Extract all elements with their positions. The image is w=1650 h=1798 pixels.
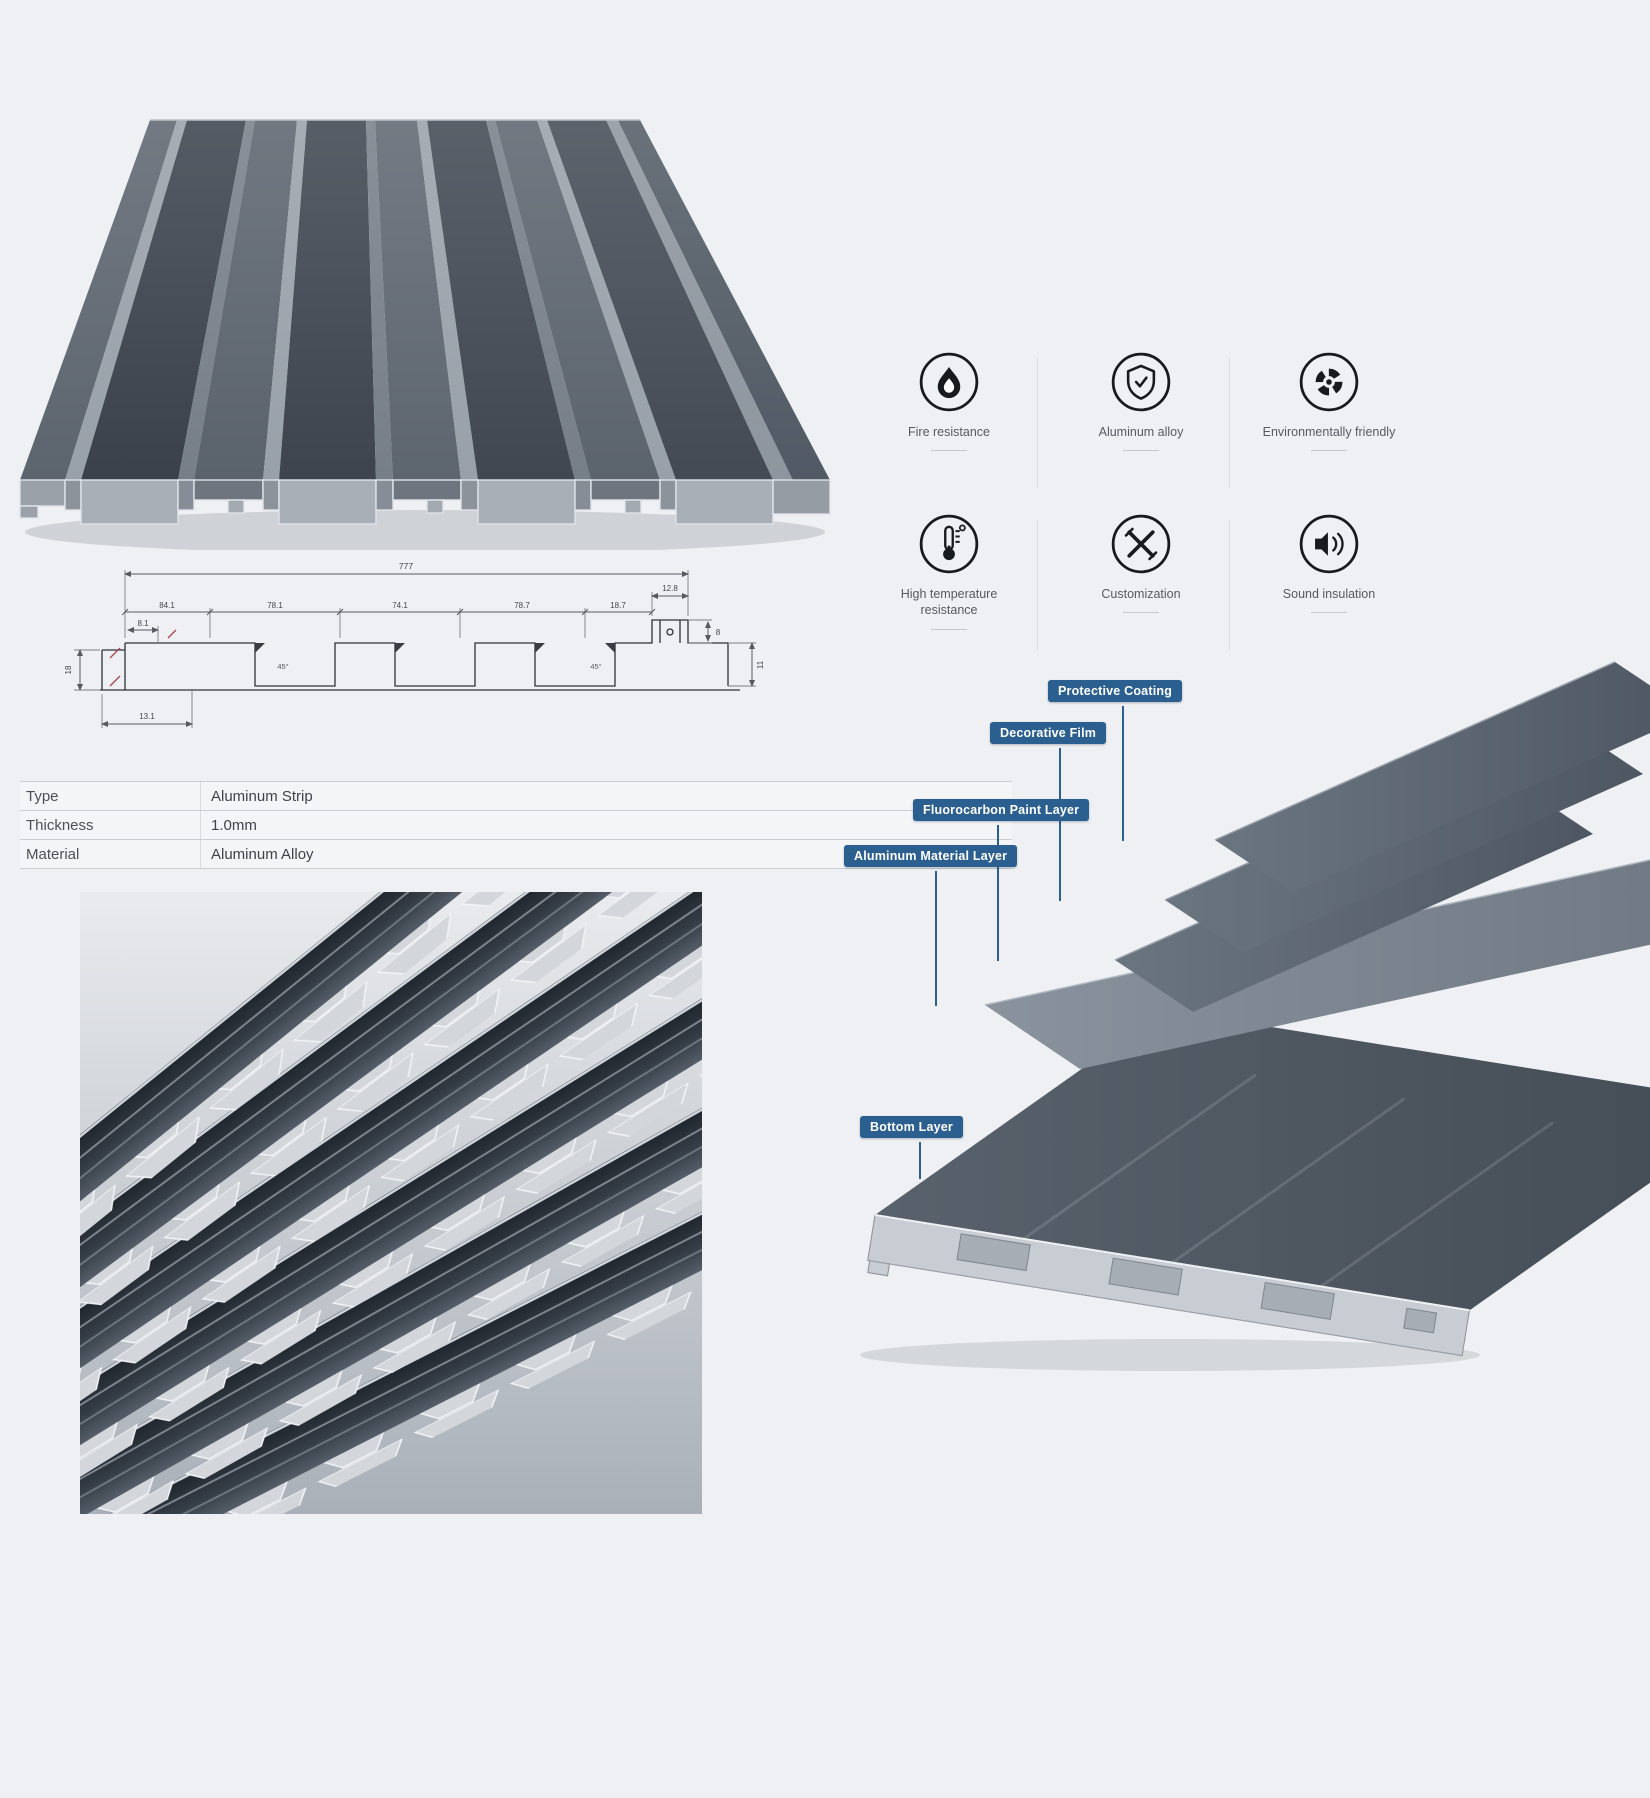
spec-value: 1.0mm <box>200 811 1012 839</box>
layer-label-fluorocarbon-paint-layer: Fluorocarbon Paint Layer <box>913 799 1090 821</box>
feature-label: High temperature resistance <box>900 587 998 618</box>
extension-lines <box>74 570 756 728</box>
column-divider <box>1229 358 1230 488</box>
caption-rule <box>931 628 967 630</box>
svg-text:78.7: 78.7 <box>514 601 530 610</box>
dimension-lines <box>77 571 755 727</box>
svg-text:777: 777 <box>399 561 413 571</box>
panel-surface <box>20 119 830 480</box>
feature-customization: Customization <box>1055 514 1227 614</box>
feature-label: Aluminum alloy <box>1098 425 1184 439</box>
recycle-fan-icon <box>1299 352 1359 412</box>
flame-icon <box>919 352 979 412</box>
spec-label: Thickness <box>26 816 94 834</box>
feature-label: Environmentally friendly <box>1262 425 1396 439</box>
table-row: Thickness 1.0mm <box>20 810 1012 839</box>
spec-value: Aluminum Alloy <box>200 840 1012 868</box>
thermometer-icon <box>919 514 979 574</box>
table-row: Type Aluminum Strip <box>20 781 1012 810</box>
svg-text:12.8: 12.8 <box>662 584 678 593</box>
svg-text:8: 8 <box>716 628 721 637</box>
dimension-texts: 777 84.1 78.1 74.1 78.7 18.7 12.8 8 18 1… <box>64 561 765 721</box>
layer-label-aluminum-material-layer: Aluminum Material Layer <box>844 845 1018 867</box>
svg-text:18: 18 <box>64 665 73 674</box>
svg-text:45°: 45° <box>277 662 288 671</box>
svg-text:8.1: 8.1 <box>137 619 149 628</box>
panel-shadow <box>860 1339 1480 1371</box>
layers-diagram <box>860 661 1650 1371</box>
column-divider <box>1229 520 1230 650</box>
svg-text:74.1: 74.1 <box>392 601 408 610</box>
caption-rule <box>1123 450 1159 452</box>
feature-label: Sound insulation <box>1282 587 1376 601</box>
layer-label-decorative-film: Decorative Film <box>990 722 1107 744</box>
feature-temperature-resistance: High temperature resistance <box>863 514 1035 630</box>
table-row: Material Aluminum Alloy <box>20 839 1012 868</box>
column-divider <box>1037 358 1038 488</box>
spec-label: Type <box>26 787 59 805</box>
layer-sheet-1 <box>1214 661 1650 892</box>
feature-aluminum-alloy: Aluminum alloy <box>1055 352 1227 452</box>
feature-sound-insulation: Sound insulation <box>1243 514 1415 614</box>
profile-outline <box>100 619 740 691</box>
svg-text:18.7: 18.7 <box>610 601 626 610</box>
crossed-tools-icon <box>1111 514 1171 574</box>
svg-text:78.1: 78.1 <box>267 601 283 610</box>
svg-text:45°: 45° <box>590 662 601 671</box>
layer-label-protective-coating: Protective Coating <box>1048 680 1183 702</box>
caption-rule <box>931 450 967 452</box>
red-ticks <box>109 629 177 687</box>
panel-shadow <box>25 510 825 550</box>
panel-cross-section <box>867 1214 1470 1357</box>
shield-icon <box>1111 352 1171 412</box>
technical-drawing: 777 84.1 78.1 74.1 78.7 18.7 12.8 8 18 1… <box>64 561 765 728</box>
svg-text:13.1: 13.1 <box>139 712 155 721</box>
feature-label: Customization <box>1101 587 1181 601</box>
caption-rule <box>1311 450 1347 452</box>
sound-insulation-icon <box>1299 514 1359 574</box>
panel-front-edge <box>19 479 831 525</box>
feature-fire-resistance: Fire resistance <box>863 352 1035 452</box>
svg-text:11: 11 <box>756 660 765 669</box>
feature-label: Fire resistance <box>908 425 990 439</box>
spec-value: Aluminum Strip <box>200 782 1012 810</box>
svg-text:84.1: 84.1 <box>159 601 175 610</box>
caption-rule <box>1311 612 1347 614</box>
feature-environmentally-friendly: Environmentally friendly <box>1243 352 1415 452</box>
stacked-panels-photo <box>80 892 702 1514</box>
main-panel-photo <box>19 119 831 550</box>
bottom-panel <box>867 1010 1650 1357</box>
caption-rule <box>1123 612 1159 614</box>
sheet-stack <box>80 892 702 1514</box>
column-divider <box>1037 520 1038 650</box>
spec-label: Material <box>26 845 80 863</box>
bend-marks <box>255 643 615 653</box>
layer-label-bottom-layer: Bottom Layer <box>860 1116 963 1138</box>
